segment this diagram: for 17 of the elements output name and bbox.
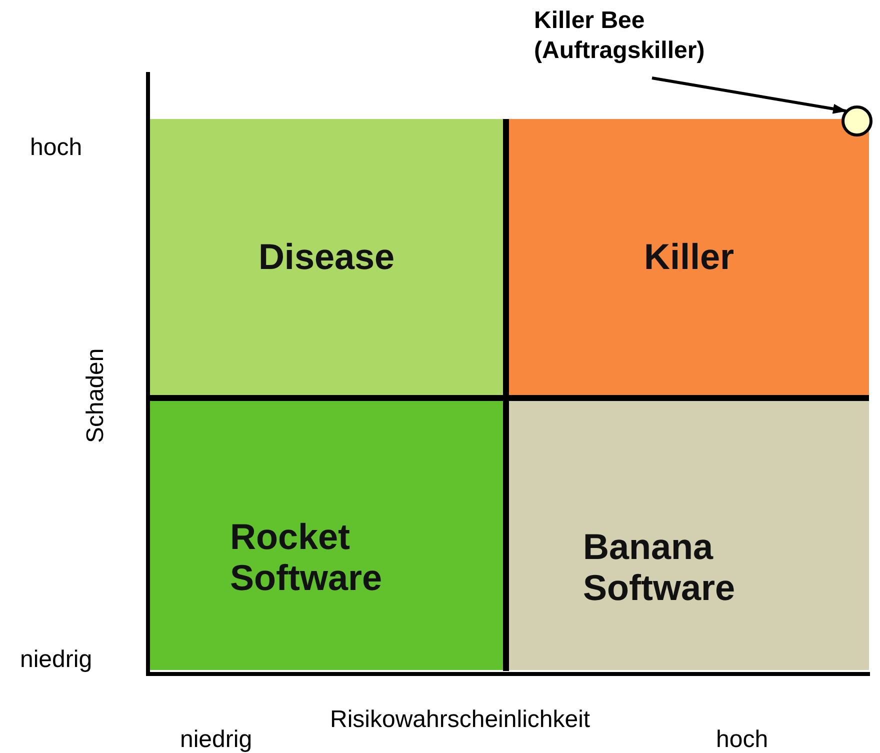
quadrant-box [150,401,503,670]
marker-circle [841,105,873,137]
quadrant-label: Killer [644,235,734,279]
quadrant-box [509,119,869,395]
axis-label: hoch [716,725,768,753]
quadrant-label: Rocket Software [230,516,384,599]
quadrant-box [150,119,503,395]
axis-label: niedrig [20,645,92,675]
quadrant-label: Disease [258,235,395,279]
axis-label: hoch [30,133,82,163]
axis-label: Risikowahrscheinlichkeit [330,705,590,735]
arrow [652,76,847,114]
axis-label: niedrig [180,725,252,753]
quadrant-box [509,401,869,670]
callout-text: Killer Bee (Auftragskiller) [534,6,706,66]
y-axis-label: Schaden [81,348,110,443]
quadrant-label: Banana Software [583,526,736,609]
